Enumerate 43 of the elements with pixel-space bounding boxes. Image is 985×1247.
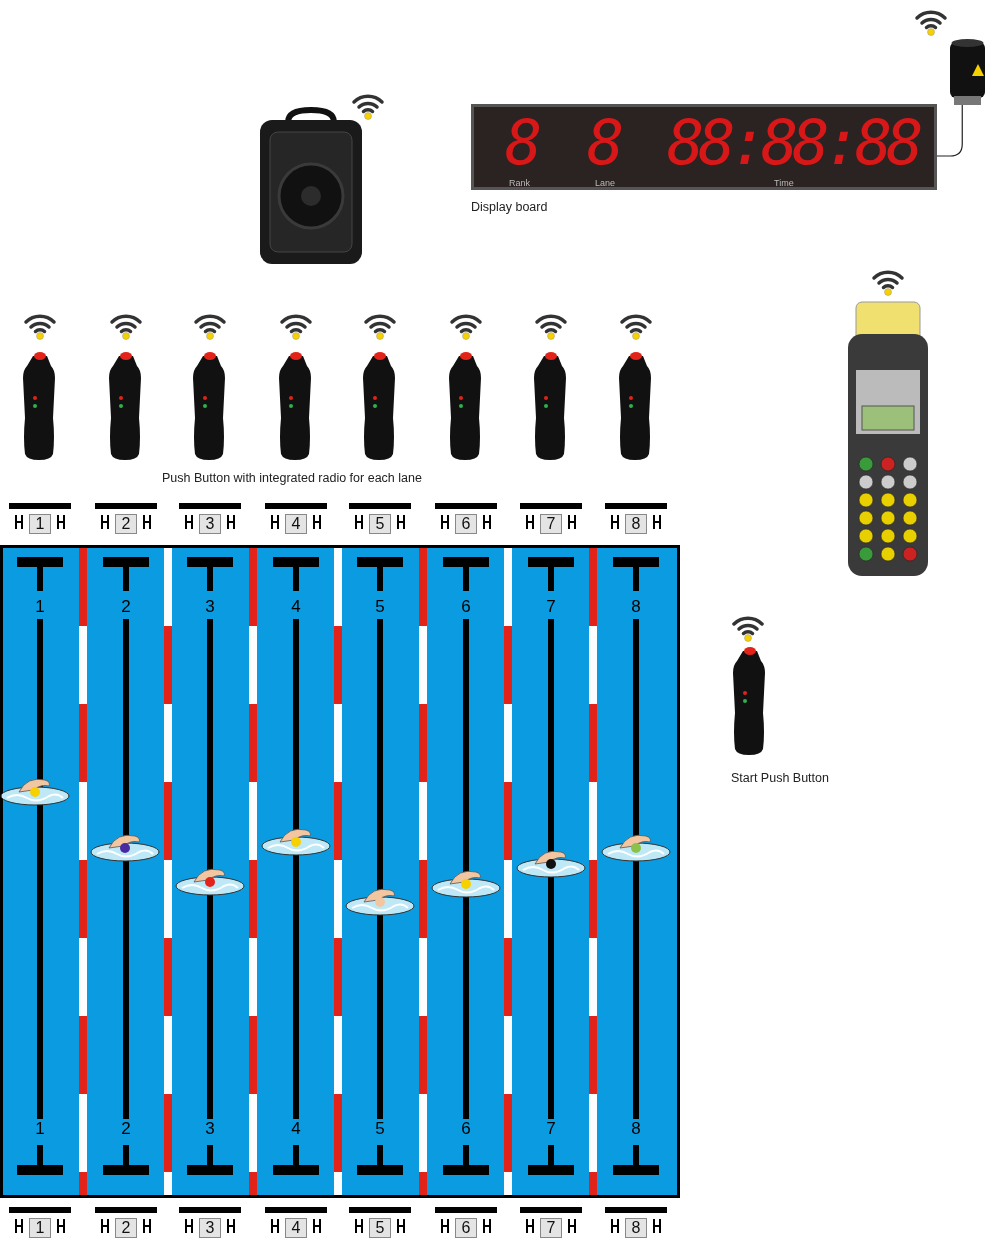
lane-number: 8 xyxy=(625,1218,647,1238)
lane-number: 3 xyxy=(204,597,216,617)
display-field-label: Lane xyxy=(595,178,616,188)
radio-receiver-drawing xyxy=(950,38,985,105)
device-caption: Start Push Button xyxy=(731,771,829,785)
display-field-label: Time xyxy=(774,178,794,188)
lane-number: 1 xyxy=(29,1218,51,1238)
lane-number: 4 xyxy=(290,597,302,617)
lane-number: 6 xyxy=(460,1119,472,1139)
display-digits: 88:88:88 xyxy=(667,108,918,178)
lane-number: 6 xyxy=(455,514,477,534)
lane-number: 7 xyxy=(545,1119,557,1139)
lane-number: 7 xyxy=(545,597,557,617)
lane-number: 2 xyxy=(120,597,132,617)
lane-number: 8 xyxy=(630,1119,642,1139)
lane-number: 6 xyxy=(455,1218,477,1238)
display-digit: 8 xyxy=(505,108,543,178)
lane-number: 2 xyxy=(115,514,137,534)
lane-number: 5 xyxy=(374,1119,386,1139)
display-digit: 8 xyxy=(587,108,625,178)
lane-number: 3 xyxy=(199,1218,221,1238)
lane-number: 5 xyxy=(374,597,386,617)
lane-number: 3 xyxy=(204,1119,216,1139)
lane-number: 8 xyxy=(625,514,647,534)
lane-number: 1 xyxy=(29,514,51,534)
lane-number: 2 xyxy=(115,1218,137,1238)
lane-number: 4 xyxy=(290,1119,302,1139)
lane-number: 5 xyxy=(369,1218,391,1238)
lane-number: 4 xyxy=(285,514,307,534)
cable-line xyxy=(936,104,963,157)
lane-number: 1 xyxy=(34,1119,46,1139)
lane-number: 7 xyxy=(540,1218,562,1238)
lane-number: 3 xyxy=(199,514,221,534)
lane-number: 2 xyxy=(120,1119,132,1139)
lane-number: 7 xyxy=(540,514,562,534)
lane-number: 4 xyxy=(285,1218,307,1238)
lane-number: 5 xyxy=(369,514,391,534)
device-caption: Display board xyxy=(471,200,548,214)
device-caption: Push Button with integrated radio for each lane xyxy=(162,471,422,485)
lane-number: 1 xyxy=(34,597,46,617)
lane-number: 6 xyxy=(460,597,472,617)
display-field-label: Rank xyxy=(509,178,530,188)
lane-number: 8 xyxy=(630,597,642,617)
